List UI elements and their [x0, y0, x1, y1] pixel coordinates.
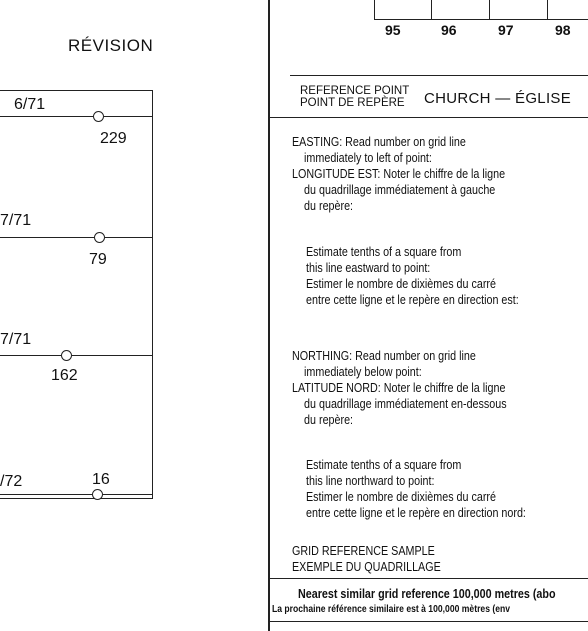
east-estimate-fr-1: Estimer le nombre de dixièmes du carré	[306, 277, 497, 291]
nearest-note-en: Nearest similar grid reference 100,000 m…	[298, 587, 556, 601]
grid-reference-sample: GRID REFERENCE SAMPLE EXEMPLE DU QUADRIL…	[292, 543, 441, 575]
reference-header-top-rule	[290, 75, 588, 77]
revision-line-1a	[0, 116, 93, 118]
revision-marker-2	[94, 232, 105, 243]
east-estimate-en-1: Estimate tenths of a square from	[306, 245, 462, 259]
grid-line-95	[374, 0, 376, 20]
nearest-note-fr: La prochaine référence similaire est à 1…	[272, 604, 511, 615]
revision-value-4: 16	[92, 471, 110, 488]
northing-fr-line-3: du repère:	[304, 413, 354, 427]
grid-tick-95: 95	[385, 22, 401, 38]
easting-estimate: Estimate tenths of a square from this li…	[306, 244, 519, 308]
easting-en-line-2: immediately to left of point:	[304, 151, 432, 165]
revision-right-border	[152, 90, 154, 499]
grid-tick-97: 97	[498, 22, 514, 38]
revision-marker-3	[61, 350, 72, 361]
sample-bottom-rule	[268, 578, 588, 580]
east-estimate-fr-2: entre cette ligne et le repère en direct…	[306, 293, 519, 307]
easting-fr-line-1: LONGITUDE EST: Noter le chiffre de la li…	[292, 167, 506, 181]
grid-bottom-line	[374, 19, 588, 21]
grid-line-96	[431, 0, 433, 20]
revision-marker-1	[93, 111, 104, 122]
north-estimate-fr-1: Estimer le nombre de dixièmes du carré	[306, 490, 497, 504]
revision-line-2b	[105, 237, 152, 239]
reference-point-label-fr: POINT DE REPÈRE	[300, 97, 405, 109]
revision-line-2a	[0, 237, 94, 239]
northing-fr-line-2: du quadrillage immédiatement en-dessous	[304, 397, 507, 411]
northing-fr-line-1: LATITUDE NORD: Noter le chiffre de la li…	[292, 381, 506, 395]
north-estimate-fr-2: entre cette ligne et le repère en direct…	[306, 506, 526, 520]
northing-en-line-1: NORTHING: Read number on grid line	[292, 349, 476, 363]
northing-estimate: Estimate tenths of a square from this li…	[306, 457, 526, 521]
revision-value-2: 79	[89, 251, 107, 268]
easting-fr-line-2: du quadrillage immédiatement à gauche	[304, 183, 496, 197]
grid-tick-96: 96	[441, 22, 457, 38]
revision-line-3a	[0, 355, 61, 357]
revision-date-4: /72	[0, 473, 23, 490]
reference-point-label-en: REFERENCE POINT	[300, 85, 410, 97]
revision-line-1b	[104, 116, 152, 118]
revision-value-3: 162	[51, 367, 78, 384]
revision-title: RÉVISION	[68, 36, 154, 55]
revision-top-border	[0, 90, 153, 92]
northing-instructions: NORTHING: Read number on grid line immed…	[292, 348, 507, 428]
easting-en-line-1: EASTING: Read number on grid line	[292, 135, 466, 149]
easting-fr-line-3: du repère:	[304, 199, 354, 213]
sample-label-en: GRID REFERENCE SAMPLE	[292, 544, 435, 558]
revision-line-4b	[103, 494, 152, 496]
bottom-rule	[268, 621, 588, 623]
easting-instructions: EASTING: Read number on grid line immedi…	[292, 134, 505, 214]
north-estimate-en-1: Estimate tenths of a square from	[306, 458, 462, 472]
reference-panel-left-border	[268, 0, 270, 631]
revision-value-1: 229	[100, 130, 127, 147]
reference-header-bottom-rule	[268, 117, 588, 119]
sample-label-fr: EXEMPLE DU QUADRILLAGE	[292, 560, 441, 574]
north-estimate-en-2: this line northward to point:	[306, 474, 435, 488]
revision-date-2: 7/71	[0, 212, 32, 229]
revision-bottom-border	[0, 498, 153, 500]
grid-line-97	[489, 0, 491, 20]
grid-tick-98: 98	[555, 22, 571, 38]
northing-en-line-2: immediately below point:	[304, 365, 422, 379]
revision-line-4a	[0, 494, 92, 496]
revision-line-3b	[72, 355, 152, 357]
revision-date-1: 6/71	[14, 96, 46, 113]
revision-marker-4	[92, 489, 103, 500]
reference-point-church: CHURCH — ÉGLISE	[424, 90, 572, 107]
east-estimate-en-2: this line eastward to point:	[306, 261, 431, 275]
grid-line-98	[547, 0, 549, 20]
revision-date-3: 7/71	[0, 331, 32, 348]
